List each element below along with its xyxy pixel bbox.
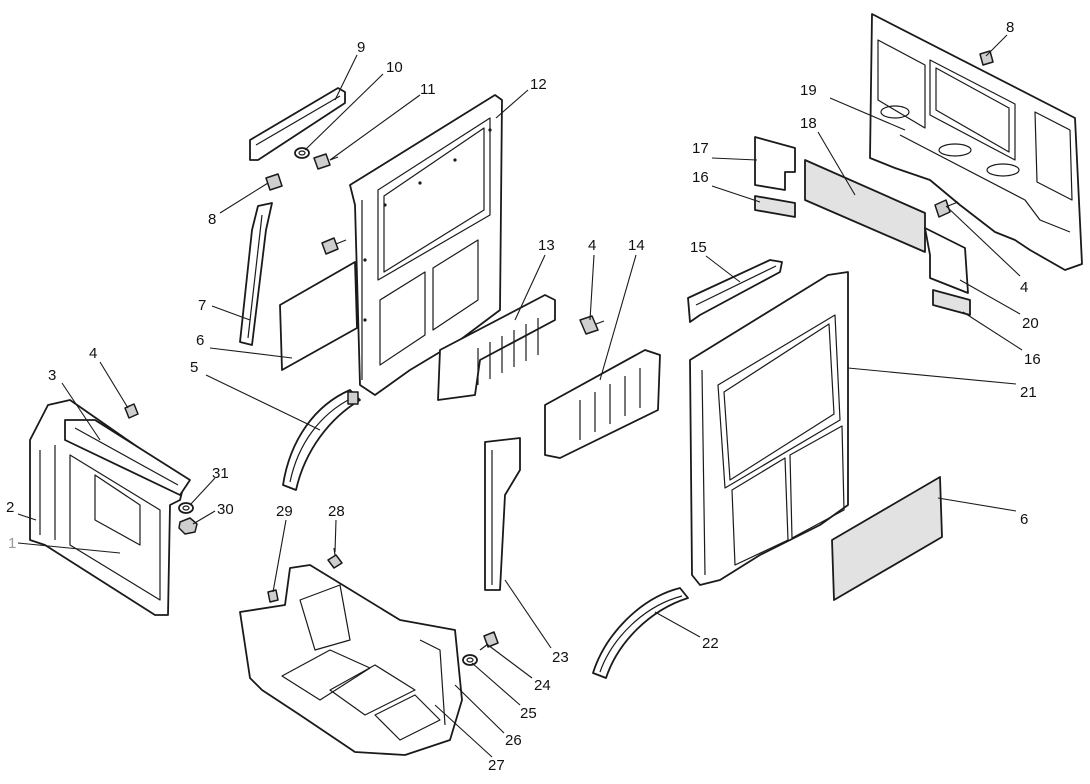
callout-9: 9 [357, 39, 365, 56]
part-19-rear-panel [869, 13, 1083, 271]
callout-28: 28 [328, 503, 345, 520]
callout-20: 20 [1022, 315, 1039, 332]
callout-4-right: 4 [1020, 279, 1028, 296]
callout-13: 13 [538, 237, 555, 254]
callout-2: 2 [6, 499, 14, 516]
callout-1: 1 [8, 535, 16, 552]
callout-17: 17 [692, 140, 709, 157]
callout-12: 12 [530, 76, 547, 93]
callout-5: 5 [190, 359, 198, 376]
callout-7: 7 [198, 297, 206, 314]
part-7-pillar-trim [239, 202, 273, 346]
callout-labels: 1 2 3 4 5 6 7 8 9 10 11 12 13 4 14 15 16… [6, 19, 1041, 774]
part-4-screw-mid [321, 237, 347, 255]
part-6-insulation-sheet-right [831, 476, 943, 601]
part-4-screw-center [579, 315, 605, 335]
part-9-bracket [249, 87, 346, 161]
part-3-ledge [64, 419, 191, 496]
callout-8-right: 8 [1006, 19, 1014, 36]
part-30-nut [178, 517, 198, 535]
callout-26: 26 [505, 732, 522, 749]
callout-19: 19 [800, 82, 817, 99]
part-21-large-side-panel [689, 271, 849, 586]
callout-11: 11 [420, 81, 436, 98]
part-10-washer [294, 147, 310, 159]
part-22-wheel-arch-trim [592, 587, 689, 679]
callout-10: 10 [386, 59, 403, 76]
callout-31: 31 [212, 465, 229, 482]
part-16-pad-top [754, 195, 796, 218]
part-8-clip-left [265, 173, 283, 191]
callout-16-bottom: 16 [1024, 351, 1041, 368]
callout-6-right: 6 [1020, 511, 1028, 528]
callout-14: 14 [628, 237, 645, 254]
callout-25: 25 [520, 705, 537, 722]
part-14-ribbed-panel [544, 349, 661, 459]
part-31-washer [178, 502, 194, 514]
part-5-wheel-arch-trim [282, 389, 361, 491]
part-16-pad-bottom [932, 289, 971, 316]
part-6-insulation-sheet-left [279, 261, 358, 371]
part-18-long-pad [804, 159, 926, 253]
part-20-pad [924, 227, 969, 294]
part-8-clip-right [979, 50, 994, 66]
callout-3: 3 [48, 367, 56, 384]
part-12-side-panel [349, 94, 503, 396]
part-17-pad [754, 136, 796, 191]
part-4-screw-right [934, 199, 959, 218]
callout-18: 18 [800, 115, 817, 132]
part-24-screw [479, 631, 499, 651]
callout-27: 27 [488, 757, 505, 774]
leader-lines [17, 34, 1023, 758]
callout-21: 21 [1020, 384, 1037, 401]
callout-4-center: 4 [588, 237, 596, 254]
callout-24: 24 [534, 677, 551, 694]
part-13-ribbed-panel [437, 294, 556, 401]
callout-30: 30 [217, 501, 234, 518]
callout-6-left: 6 [196, 332, 204, 349]
callout-22: 22 [702, 635, 719, 652]
part-27-seat-base [239, 564, 463, 756]
callout-16-top: 16 [692, 169, 709, 186]
callout-29: 29 [276, 503, 293, 520]
part-15-bracket [687, 259, 783, 323]
callout-23: 23 [552, 649, 569, 666]
callout-4-left: 4 [89, 345, 97, 362]
callout-8-left: 8 [208, 211, 216, 228]
callout-15: 15 [690, 239, 707, 256]
part-23-pillar [484, 437, 521, 591]
part-25-washer [462, 654, 478, 666]
